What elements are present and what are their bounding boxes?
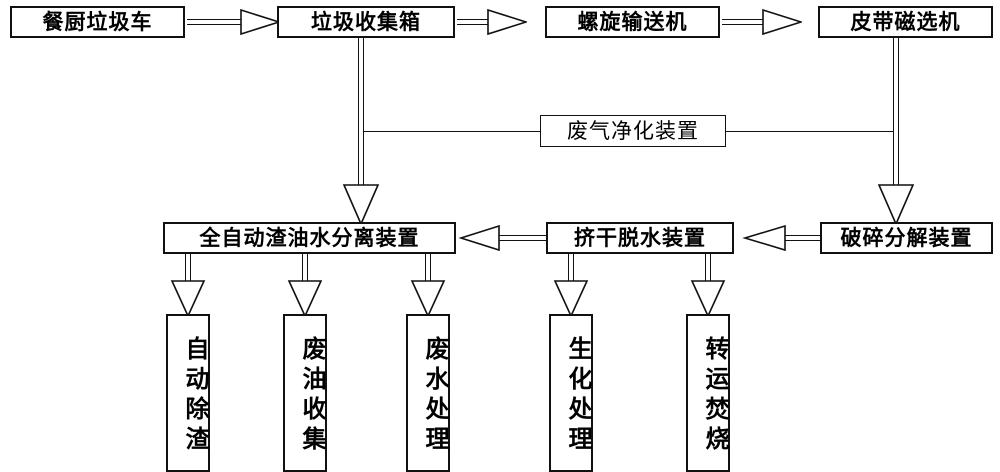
arrowhead-right-bin-to-screw xyxy=(487,8,527,36)
arrowhead-down-dewater-to-incineration xyxy=(690,280,726,318)
node-wastewater-treatment[interactable]: 废水处理 xyxy=(406,314,450,472)
duct-line-right xyxy=(726,131,896,132)
edge-shaft-bin-to-separator xyxy=(358,38,364,190)
node-auto-residue-oil-water-separator[interactable]: 全自动渣油水分离装置 xyxy=(163,222,456,254)
node-exhaust-gas-purifier[interactable]: 废气净化装置 xyxy=(540,115,726,147)
node-waste-collection-bin[interactable]: 垃圾收集箱 xyxy=(277,6,455,38)
arrowhead-down-dewater-to-biochemical xyxy=(553,280,589,318)
arrowhead-right-truck-to-bin xyxy=(240,8,280,36)
arrowhead-down-magnetic-to-crusher xyxy=(877,184,915,226)
duct-line-left xyxy=(361,131,540,132)
arrowhead-down-separator-to-wastewater xyxy=(410,280,446,318)
arrowhead-right-screw-to-magnetic xyxy=(762,8,802,36)
node-belt-magnetic-separator[interactable]: 皮带磁选机 xyxy=(818,6,993,38)
arrowhead-left-crusher-to-dewater xyxy=(742,224,786,252)
arrowhead-down-separator-to-deslag xyxy=(170,280,206,318)
edge-shaft-dewater-to-separator xyxy=(496,235,546,241)
node-crushing-decomposition-device[interactable]: 破碎分解装置 xyxy=(820,222,993,254)
node-transfer-incineration[interactable]: 转运焚烧 xyxy=(686,314,730,472)
node-canteen-waste-truck[interactable]: 餐厨垃圾车 xyxy=(10,6,185,38)
arrowhead-down-bin-to-separator xyxy=(342,184,380,226)
edge-shaft-separator-to-waste-oil xyxy=(302,254,308,283)
edge-shaft-magnetic-to-crusher xyxy=(893,38,899,190)
arrowhead-left-dewater-to-separator xyxy=(458,224,500,252)
node-waste-oil-collection[interactable]: 废油收集 xyxy=(283,314,327,472)
node-biochemical-treatment[interactable]: 生化处理 xyxy=(549,314,593,472)
edge-shaft-dewater-to-biochemical xyxy=(568,254,574,283)
edge-shaft-crusher-to-dewater xyxy=(782,235,822,241)
edge-shaft-screw-to-magnetic xyxy=(722,19,774,25)
edge-shaft-separator-to-wastewater xyxy=(425,254,431,283)
edge-shaft-truck-to-bin xyxy=(187,19,242,25)
edge-shaft-separator-to-deslag xyxy=(185,254,191,283)
edge-shaft-dewater-to-incineration xyxy=(705,254,711,283)
node-automatic-deslagging[interactable]: 自动除渣 xyxy=(166,314,210,472)
node-screw-conveyor[interactable]: 螺旋输送机 xyxy=(545,6,720,38)
node-squeeze-dewatering-device[interactable]: 挤干脱水装置 xyxy=(546,222,734,254)
edge-shaft-bin-to-screw xyxy=(457,19,509,25)
arrowhead-down-separator-to-waste-oil xyxy=(287,280,323,318)
